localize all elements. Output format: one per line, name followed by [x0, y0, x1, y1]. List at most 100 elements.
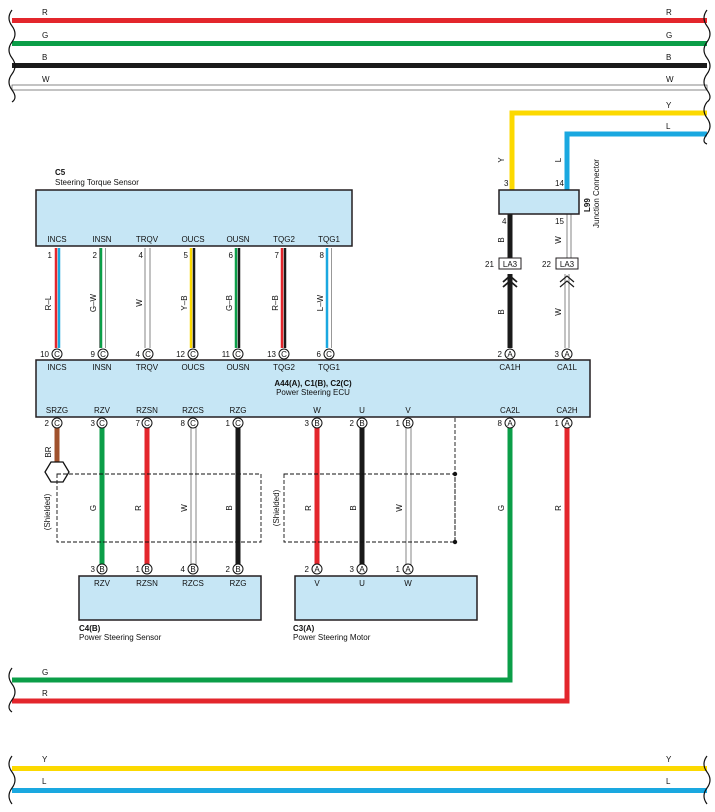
pin-number: 2 — [350, 419, 355, 428]
terminal-label: RZCS — [182, 579, 204, 588]
wire-color-label: B — [497, 309, 506, 314]
bus-wire-y — [12, 766, 707, 771]
pin-connector-letter: C — [235, 350, 241, 359]
pin-connector-letter: C — [326, 350, 332, 359]
wire-color-label: W — [554, 236, 563, 244]
wire-color-label: L–W — [316, 294, 325, 311]
ecu-top-pins: 10 C 9 C 4 C 12 C 11 C 13 C 6 C 2 A 3 A — [40, 348, 573, 360]
wire-color-label: G–W — [89, 293, 98, 312]
ground-shield-node — [44, 461, 70, 483]
pin-number: 10 — [40, 350, 49, 359]
pin-connector-letter: A — [507, 419, 513, 428]
bus-wire-r — [12, 18, 707, 23]
pin-number: 11 — [222, 350, 231, 359]
terminal-label: W — [313, 406, 321, 415]
wire-color-label: R — [134, 505, 143, 511]
ecu-bottom-pins: 2 C 3 C 7 C 8 C 1 C 3 B 2 B 1 B 8 A 1 A — [45, 417, 573, 429]
wire-color-label: Y — [497, 157, 506, 163]
component-box — [35, 359, 591, 418]
wire-color-label: B — [497, 237, 506, 242]
terminal-label: TRQV — [136, 363, 159, 372]
pin-connector-letter: B — [405, 419, 410, 428]
terminal-label: INCS — [47, 235, 66, 244]
connector-label: LA3 — [560, 260, 575, 269]
pin-connector-letter: A — [564, 350, 570, 359]
wire-color-label: R–B — [271, 295, 280, 311]
terminal-label: TQG1 — [318, 235, 340, 244]
terminal-label: U — [359, 579, 365, 588]
pin-number: 1 — [555, 419, 560, 428]
wire-color-label: R — [304, 505, 313, 511]
pin-number: 2 — [45, 419, 50, 428]
pin-connector-letter: B — [190, 565, 195, 574]
side-bus: Y L — [509, 101, 711, 190]
component-box — [294, 575, 478, 621]
wire-color-label: B — [349, 505, 358, 510]
pin-connector-letter: C — [144, 419, 150, 428]
component-name: Power Steering Sensor — [79, 633, 162, 642]
pin-number: 4 — [502, 217, 507, 226]
pin-connector-letter: A — [314, 565, 320, 574]
pin-number: 9 — [91, 350, 96, 359]
pin-number: 1 — [136, 565, 141, 574]
bus-wire-g — [12, 41, 707, 46]
pin-connector-letter: C — [99, 419, 105, 428]
bus-label: L — [666, 777, 671, 786]
bus-wire-l — [12, 788, 707, 793]
component-box — [498, 189, 580, 215]
pin-number: 1 — [396, 419, 401, 428]
bottom-bus: Y Y L L — [8, 755, 711, 805]
shield-label: (Shielded) — [43, 493, 52, 530]
pin-number: 7 — [136, 419, 141, 428]
pin-connector-letter: C — [190, 350, 196, 359]
terminal-label: OUCS — [181, 235, 204, 244]
junction-connector: 3 14 4 15 L99 Junction Connector Y L B W — [497, 157, 601, 262]
steering-torque-sensor: C5 Steering Torque Sensor INCS INSN TRQV… — [35, 168, 353, 260]
pin-connector-letter: C — [54, 350, 60, 359]
terminal-label: INSN — [92, 235, 111, 244]
bus-label: W — [42, 75, 50, 84]
terminal-label: V — [314, 579, 320, 588]
component-code: C5 — [55, 168, 66, 177]
mid-bus: G R — [8, 667, 48, 713]
connector-tag — [498, 257, 522, 270]
component-box — [35, 189, 353, 247]
sensor-ecu-wires: R–L G–W W Y–B G–B R–B L–W — [44, 248, 332, 348]
top-bus: R R G G B B W W — [8, 8, 711, 103]
wire-color-label: G–B — [225, 295, 234, 311]
pin-number: 5 — [184, 251, 189, 260]
wire-color-label: B — [225, 505, 234, 510]
bus-label: L — [666, 122, 671, 131]
component-code: L99 — [583, 198, 592, 212]
bus-label: W — [666, 75, 674, 84]
wire-color-label: G — [89, 505, 98, 511]
terminal-label: RZCS — [182, 406, 204, 415]
pin-number: 3 — [91, 419, 96, 428]
component-name: Power Steering Motor — [293, 633, 371, 642]
terminal-label: OUCS — [181, 363, 204, 372]
wire-color-label: Y–B — [180, 295, 189, 310]
pin-number: 1 — [48, 251, 53, 260]
terminal-label: TQG2 — [273, 235, 295, 244]
pin-connector-letter: B — [235, 565, 240, 574]
component-code: C3(A) — [293, 624, 315, 633]
pin-number: 3 — [305, 419, 310, 428]
bus-label: G — [42, 31, 48, 40]
pin-connector-letter: C — [54, 419, 60, 428]
la3-connectors: LA3 21 LA3 22 B W — [485, 257, 579, 348]
wire-color-label: W — [395, 504, 404, 512]
ecu-bottom-wires: BR G R W B R B W G R — [12, 427, 570, 704]
pin-number: 2 — [226, 565, 231, 574]
pin-number: 4 — [139, 251, 144, 260]
pin-connector-letter: A — [507, 350, 513, 359]
terminal-label: OUSN — [226, 363, 249, 372]
pin-number: 13 — [267, 350, 276, 359]
terminal-label: U — [359, 406, 365, 415]
pin-connector-letter: B — [99, 565, 104, 574]
pin-number: 2 — [93, 251, 98, 260]
pin-number: 3 — [91, 565, 96, 574]
bus-label: Y — [42, 755, 48, 764]
terminal-label: RZV — [94, 579, 111, 588]
shield-boxes — [56, 418, 456, 543]
